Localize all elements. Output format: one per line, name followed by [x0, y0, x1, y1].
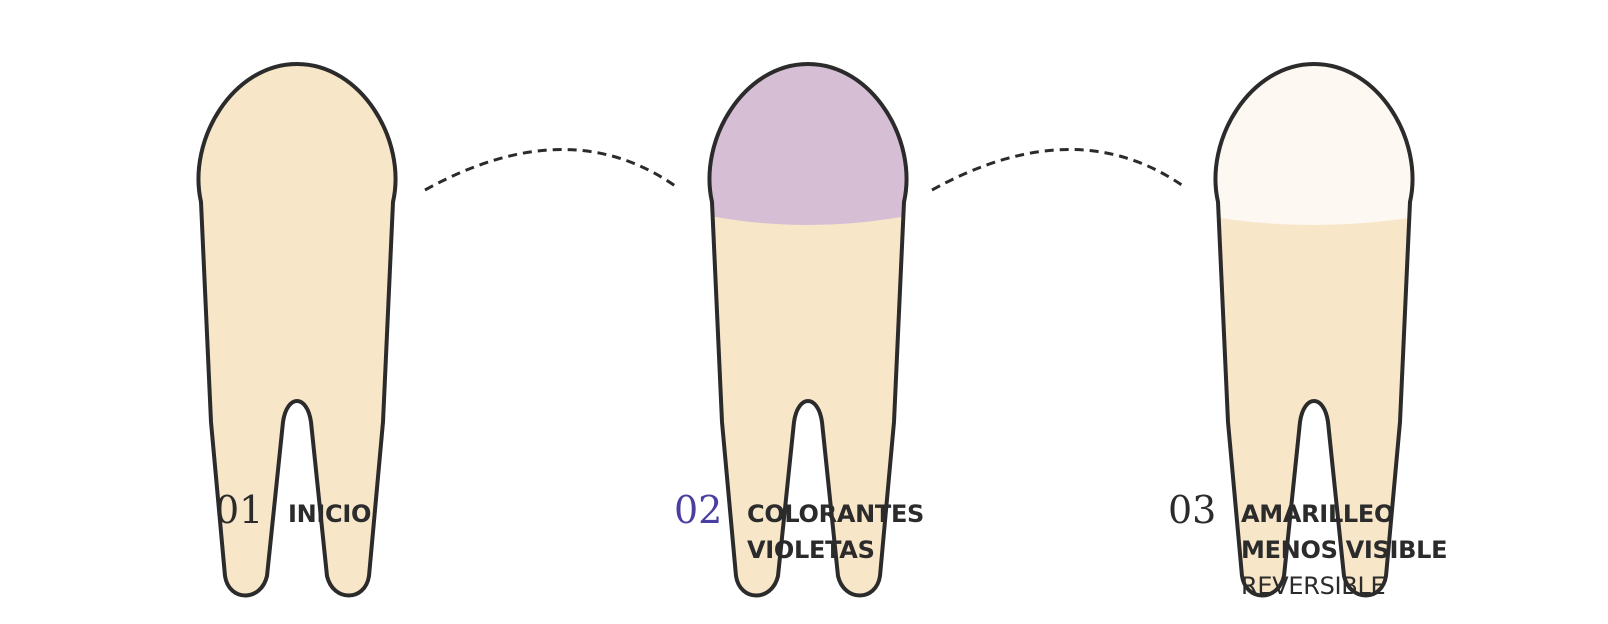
step-2-title-line-2: VIOLETAS	[747, 536, 875, 564]
connector-arc-1	[424, 148, 679, 192]
step-1-label: INICIO	[288, 496, 371, 532]
tooth-3	[1213, 62, 1415, 598]
step-3-title-line-1: AMARILLEO	[1241, 500, 1395, 528]
violet-stain-crown	[709, 64, 907, 225]
step-1-title-line-1: INICIO	[288, 500, 372, 528]
step-2-label: COLORANTES VIOLETAS	[747, 496, 924, 568]
step-3-subtitle: REVERSIBLE	[1241, 572, 1386, 600]
step-2-number: 02	[674, 488, 723, 532]
step-3-label: AMARILLEO MENOS VISIBLE REVERSIBLE	[1241, 496, 1448, 604]
white-enamel-crown	[1215, 64, 1413, 225]
connector-arc-2	[931, 148, 1187, 192]
step-2-title-line-1: COLORANTES	[747, 500, 925, 528]
step-3-number: 03	[1168, 488, 1217, 532]
tooth-2	[707, 62, 909, 598]
step-3-title-line-2: MENOS VISIBLE	[1241, 536, 1448, 564]
step-1-number: 01	[215, 488, 264, 532]
